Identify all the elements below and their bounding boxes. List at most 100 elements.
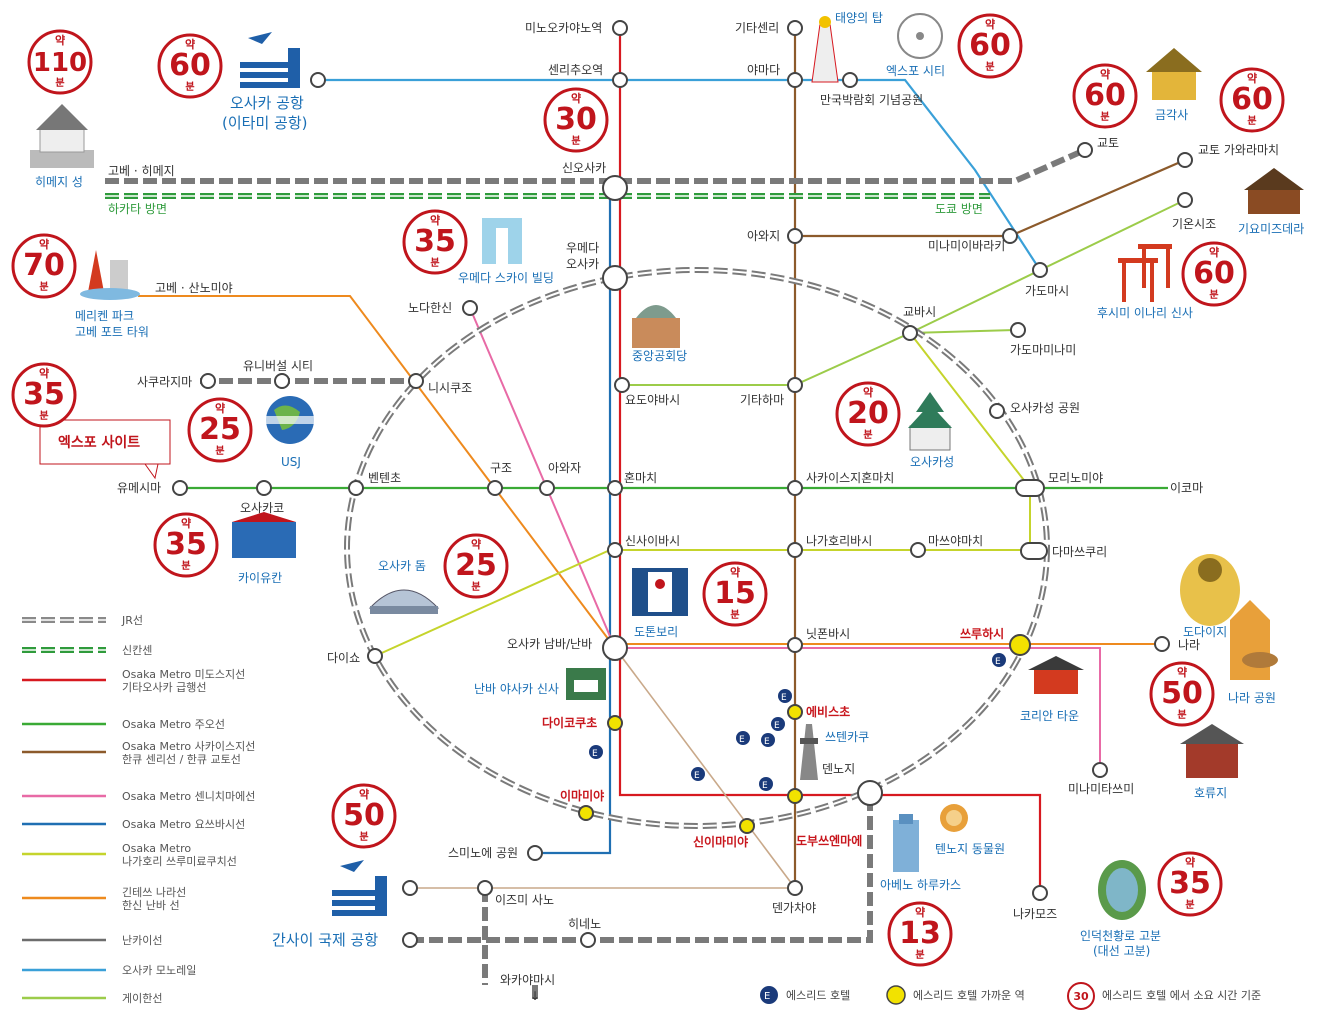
station-yamada[interactable] bbox=[787, 72, 803, 88]
station-nipponbashi[interactable] bbox=[787, 637, 803, 653]
tower-label: 태양의 탑 bbox=[835, 11, 883, 25]
station-dobutsuen[interactable] bbox=[787, 788, 803, 804]
svg-text:E: E bbox=[764, 737, 770, 747]
legend-label: Osaka Metro 센니치마에선 bbox=[122, 790, 255, 803]
station-kadoma[interactable] bbox=[1032, 262, 1048, 278]
station-hineno[interactable] bbox=[580, 932, 596, 948]
hotel-icon[interactable]: E bbox=[589, 745, 603, 759]
station-tsuruhashi[interactable] bbox=[1009, 634, 1031, 656]
station-senri[interactable] bbox=[612, 72, 628, 88]
osakajo-label: 오사카성 bbox=[910, 455, 954, 469]
station-nakamozu[interactable] bbox=[1032, 885, 1048, 901]
station-namba[interactable] bbox=[602, 635, 628, 661]
station-shinimamiya[interactable] bbox=[739, 818, 755, 834]
station-minamiibaraki[interactable] bbox=[1002, 228, 1018, 244]
station-nishikujo[interactable] bbox=[408, 373, 424, 389]
station-nara[interactable] bbox=[1154, 636, 1170, 652]
label-yumeshima: 유메시마 bbox=[117, 481, 161, 495]
station-daikokucho[interactable] bbox=[607, 715, 623, 731]
svg-text:E: E bbox=[762, 781, 768, 791]
kansai-label: 간사이 국제 공항 bbox=[272, 931, 378, 949]
station-sakaisujihommachi[interactable] bbox=[787, 480, 803, 496]
time-suffix: 분 bbox=[571, 135, 580, 147]
station-kitahama[interactable] bbox=[787, 377, 803, 393]
station-expomemorial[interactable] bbox=[842, 72, 858, 88]
station-osakajokoen[interactable] bbox=[989, 403, 1005, 419]
station-umeda[interactable] bbox=[602, 265, 628, 291]
label-univcity: 유니버설 시티 bbox=[243, 359, 313, 373]
station-univcity[interactable] bbox=[274, 373, 290, 389]
hotel-icon[interactable]: E bbox=[771, 717, 785, 731]
usj-globe-icon bbox=[264, 396, 316, 444]
legend-label: 한큐 센리선 / 한큐 교토선 bbox=[122, 753, 241, 766]
station-osakako[interactable] bbox=[256, 480, 272, 496]
time-suffix: 분 bbox=[181, 560, 190, 572]
station-kadomaminami[interactable] bbox=[1010, 322, 1026, 338]
legend-label: JR선 bbox=[121, 614, 143, 627]
umeda-sky-icon bbox=[482, 218, 522, 264]
legend-near-station: 에스리드 호텔 가까운 역 bbox=[913, 989, 1025, 1002]
time-suffix: 분 bbox=[39, 281, 48, 293]
station-nagahoribashi[interactable] bbox=[787, 542, 803, 558]
station-matsuyamachi[interactable] bbox=[910, 542, 926, 558]
station-yumeshima[interactable] bbox=[172, 480, 188, 496]
station-minamitanabe[interactable] bbox=[1092, 762, 1108, 778]
label-sakaisujihommachi: 사카이스지혼마치 bbox=[806, 471, 894, 485]
station-kansai2[interactable] bbox=[402, 932, 418, 948]
lion-shrine-icon bbox=[566, 668, 606, 700]
hotel-icon[interactable]: E bbox=[761, 733, 775, 747]
time-prefix: 약 bbox=[430, 213, 440, 227]
usj-label: USJ bbox=[281, 455, 301, 469]
station-kyoto[interactable] bbox=[1077, 142, 1093, 158]
hotel-icon[interactable]: E bbox=[992, 653, 1006, 667]
station-kansai[interactable] bbox=[402, 880, 418, 896]
station-sakurajima[interactable] bbox=[200, 373, 216, 389]
station-imamiya[interactable] bbox=[578, 805, 594, 821]
label-imamiya: 이마미야 bbox=[560, 788, 604, 803]
time-suffix: 분 bbox=[730, 609, 739, 621]
station-tennoji[interactable] bbox=[857, 780, 883, 806]
hotel-icon[interactable]: E bbox=[778, 689, 792, 703]
label-wakayamashi-1: 와카야마시 bbox=[500, 973, 555, 987]
station-kujo[interactable] bbox=[487, 480, 503, 496]
hotel-icon[interactable]: E bbox=[736, 731, 750, 745]
station-taisho[interactable] bbox=[367, 648, 383, 664]
torii-icon bbox=[1118, 244, 1172, 302]
time-suffix: 분 bbox=[863, 429, 872, 441]
station-morinomiya[interactable] bbox=[1015, 479, 1045, 497]
station-tamatsukuri[interactable] bbox=[1020, 542, 1048, 560]
station-kawaramachi[interactable] bbox=[1177, 152, 1193, 168]
station-minoo[interactable] bbox=[612, 20, 628, 36]
label-tamatsukuri: 다마쓰쿠리 bbox=[1052, 545, 1107, 559]
station-ebisucho[interactable] bbox=[787, 704, 803, 720]
kofun-label-1: 인덕천황로 고분 bbox=[1080, 928, 1161, 943]
station-shinosaka[interactable] bbox=[602, 175, 628, 201]
station-tengachaya[interactable] bbox=[787, 880, 803, 896]
time-suffix: 분 bbox=[430, 257, 439, 269]
station-noda[interactable] bbox=[462, 300, 478, 316]
station-awaji[interactable] bbox=[787, 228, 803, 244]
station-shinsaibashi[interactable] bbox=[607, 542, 623, 558]
station-itami[interactable] bbox=[310, 72, 326, 88]
station-gion[interactable] bbox=[1177, 192, 1193, 208]
time-prefix: 약 bbox=[55, 33, 65, 47]
station-kyobashi[interactable] bbox=[902, 325, 918, 341]
label-daikokucho: 다이코쿠초 bbox=[542, 715, 597, 730]
time-prefix: 약 bbox=[1185, 855, 1195, 869]
station-izumisano[interactable] bbox=[477, 880, 493, 896]
label-kobesannomiya: 고베 · 산노미야 bbox=[155, 281, 233, 295]
time-suffix: 분 bbox=[215, 445, 224, 457]
station-sumiyoshi[interactable] bbox=[527, 845, 543, 861]
station-yodoyabashi[interactable] bbox=[614, 377, 630, 393]
station-hommachi[interactable] bbox=[607, 480, 623, 496]
label-minamiibaraki: 미나미이바라키 bbox=[928, 239, 1005, 253]
hotel-icon[interactable]: E bbox=[691, 767, 705, 781]
station-awaza[interactable] bbox=[539, 480, 555, 496]
station-kitasenri[interactable] bbox=[787, 20, 803, 36]
station-bentencho[interactable] bbox=[348, 480, 364, 496]
hotel-icon[interactable]: E bbox=[759, 777, 773, 791]
time-bubbles: 약110분약60분약30분약60분약60분약60분약60분약35분약70분약35… bbox=[11, 13, 1285, 967]
